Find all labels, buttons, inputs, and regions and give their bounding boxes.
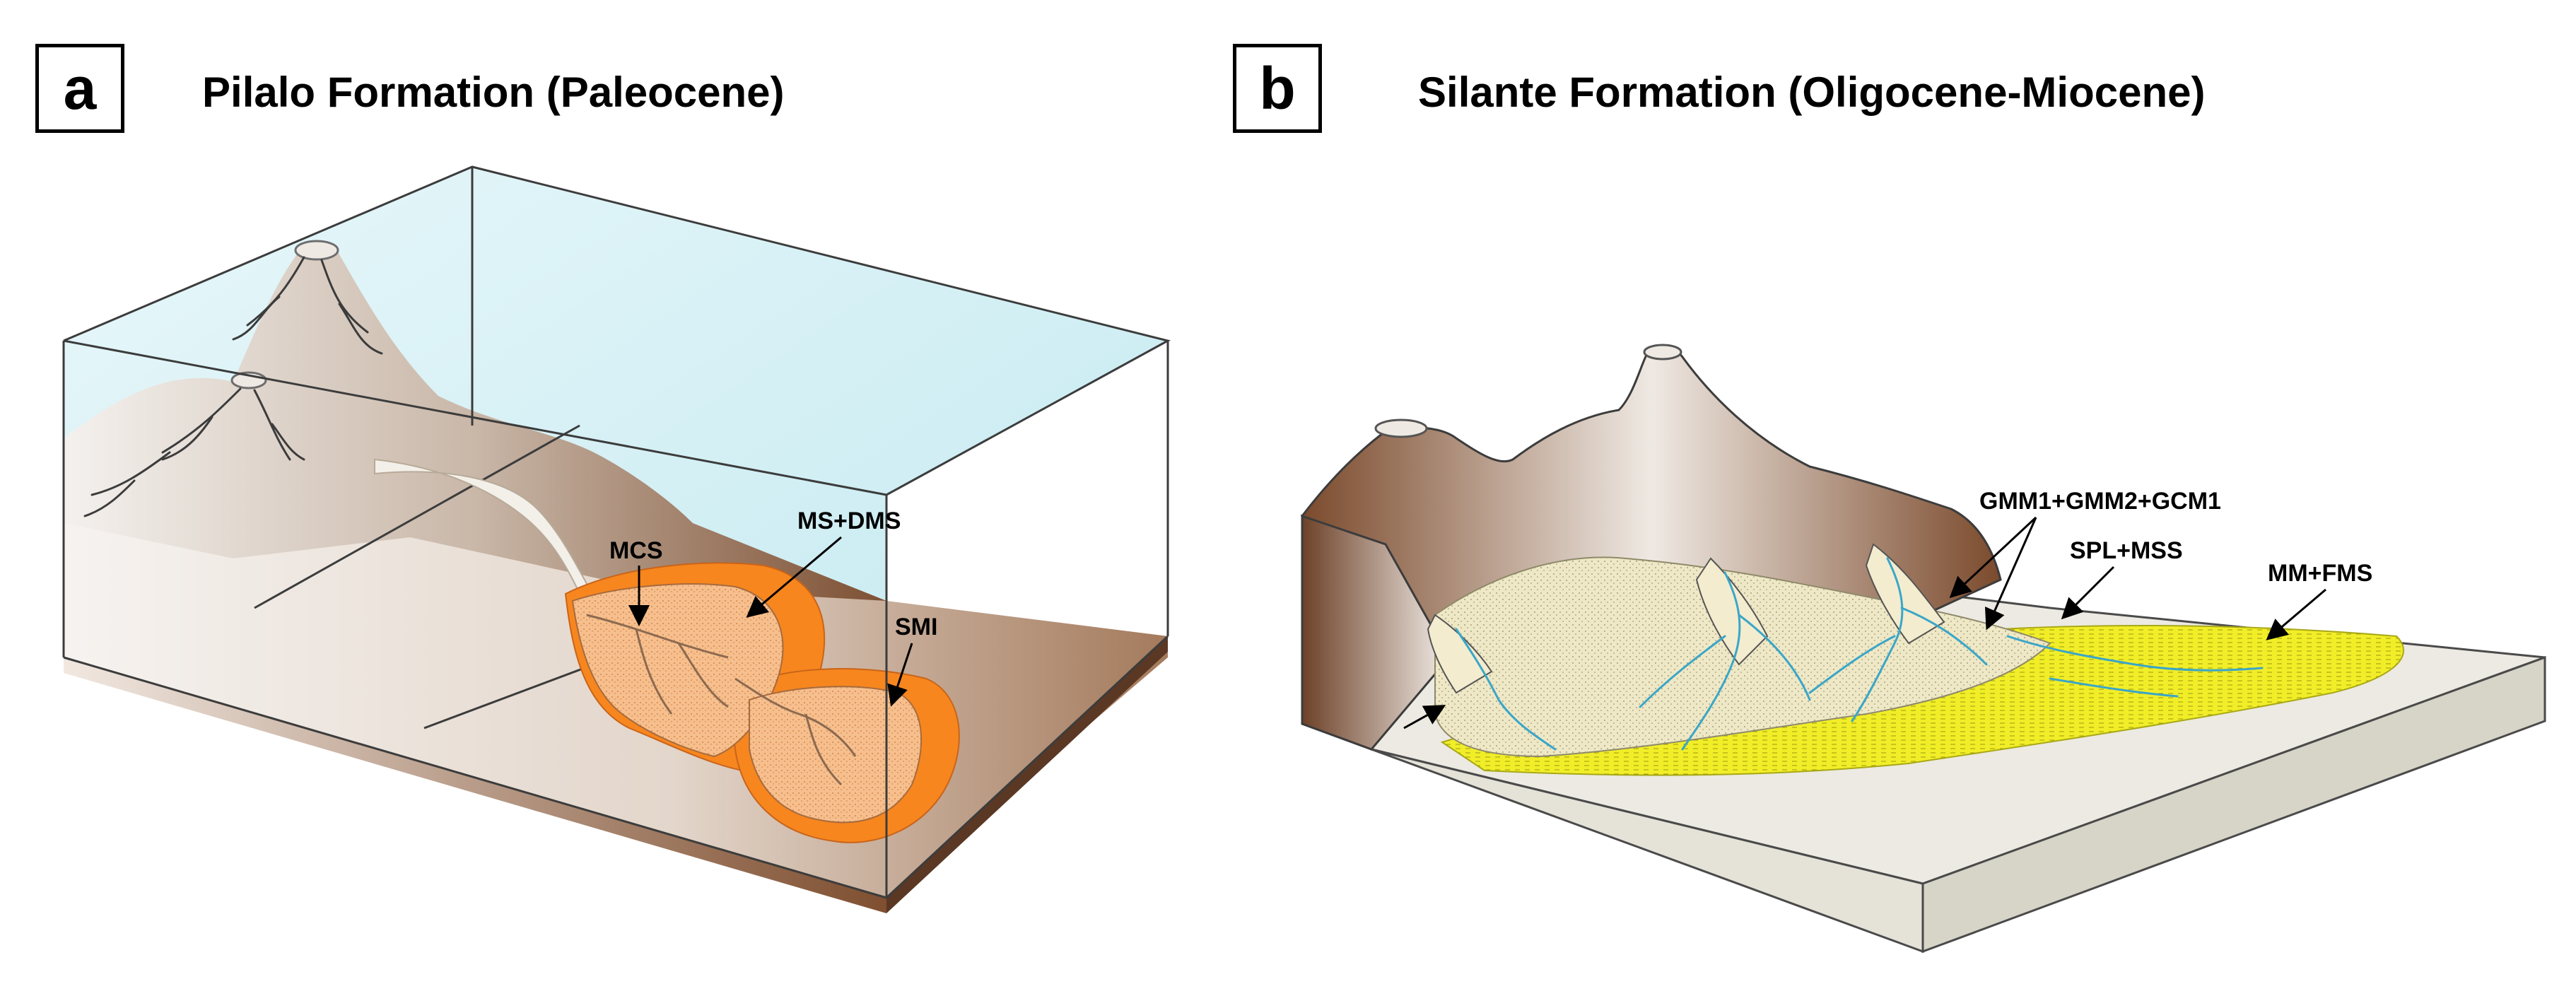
arrow-gmm-1 xyxy=(1949,516,2037,599)
left-cliff xyxy=(1301,514,1451,751)
summit-crater xyxy=(1643,344,1682,361)
label-ms-dms: MS+DMS xyxy=(797,508,901,534)
label-smi: SMI xyxy=(895,614,937,640)
side-crater xyxy=(1374,418,1428,438)
crater-1 xyxy=(294,240,339,261)
distributary-channels xyxy=(586,614,857,786)
volcano-gullies xyxy=(83,256,383,517)
arrow-smi xyxy=(887,643,913,707)
panel-b-label-box: b xyxy=(1233,44,1322,133)
debris-lobe-1 xyxy=(1695,557,1769,666)
label-mm-fms: MM+FMS xyxy=(2268,560,2372,587)
block-front-base xyxy=(64,657,886,913)
arrow-cliff xyxy=(1403,705,1446,730)
label-mcs: MCS xyxy=(609,537,663,564)
arrow-gmm-2 xyxy=(1984,517,2037,631)
label-spl-mss: SPL+MSS xyxy=(2070,537,2183,564)
arrow-spl-mss xyxy=(2061,566,2115,620)
panel-a-letter: a xyxy=(63,55,97,122)
arrow-mm-fms xyxy=(2266,588,2326,640)
panel-a-label-box: a xyxy=(35,44,124,133)
panel-a-block-diagram: MCS MS+DMS SMI xyxy=(62,165,1171,913)
panel-b-letter: b xyxy=(1259,55,1296,122)
panel-b-block-diagram: GMM1+GMM2+GCM1 SPL+MSS MM+FMS xyxy=(1300,344,2546,954)
arrow-ms-dms xyxy=(746,536,842,618)
tank-outline xyxy=(62,165,1171,899)
braided-channels xyxy=(1455,557,2264,751)
panel-a-title: Pilalo Formation (Paleocene) xyxy=(202,69,785,116)
lobe-inner-lower xyxy=(749,686,923,824)
label-gmm: GMM1+GMM2+GCM1 xyxy=(1979,488,2221,515)
debris-lobe-3 xyxy=(1427,614,1493,694)
block-right-base xyxy=(886,636,1168,913)
panel-b-title: Silante Formation (Oligocene-Miocene) xyxy=(1418,69,2206,116)
